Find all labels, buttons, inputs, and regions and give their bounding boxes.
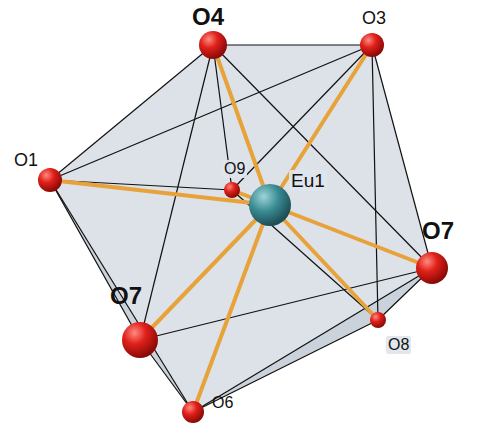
atom-label: O3 (360, 8, 388, 28)
atom-label: O9 (222, 160, 247, 178)
atom-label: O4 (190, 4, 226, 30)
atom-label: O1 (12, 150, 40, 170)
metal-label: Eu1 (289, 170, 327, 191)
atom-label: O7 (420, 218, 456, 244)
atom-label: O6 (210, 394, 235, 412)
atom-label: O8 (386, 336, 411, 354)
atom-label: O7 (108, 283, 144, 309)
